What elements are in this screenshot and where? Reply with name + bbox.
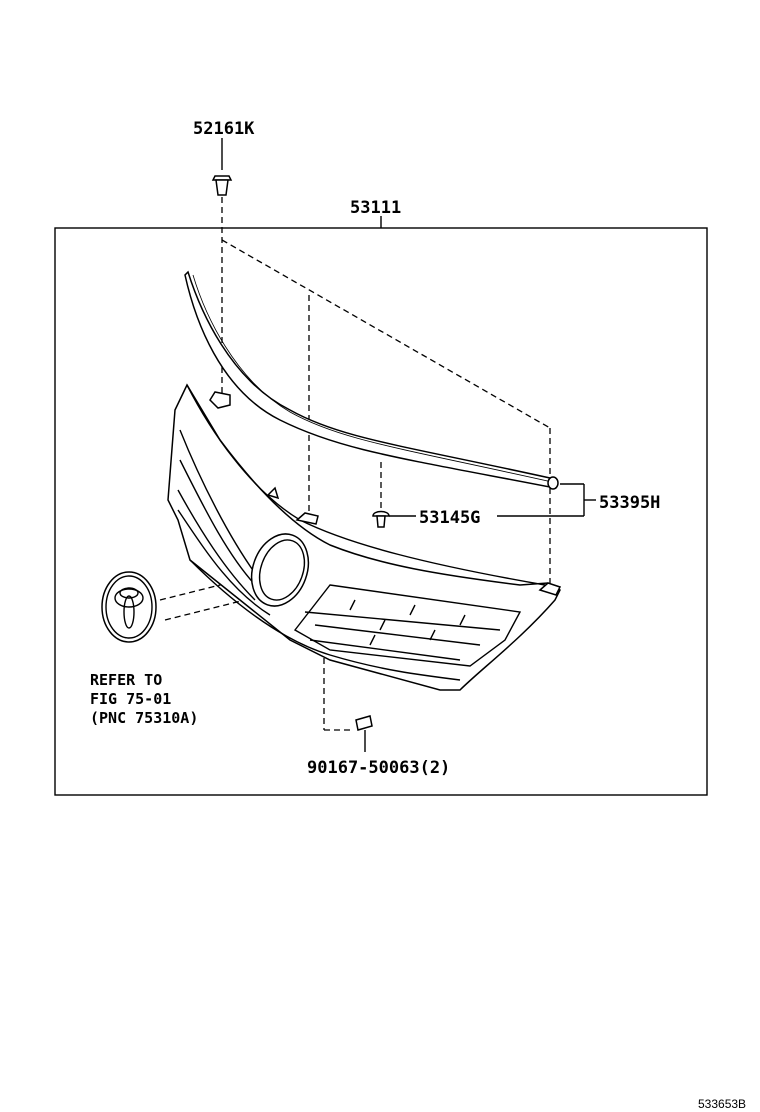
clip-52161k-icon: [211, 138, 233, 196]
figure-id: 533653B: [698, 1097, 746, 1111]
part-label-52161k[interactable]: 52161K: [193, 119, 255, 139]
radiator-grille-53111: [167, 383, 562, 691]
part-label-53111[interactable]: 53111: [350, 198, 401, 218]
emblem-reference-line1: REFER TO: [90, 671, 162, 689]
screw-90167-icon: [355, 715, 373, 752]
moulding-53395h: [184, 270, 559, 490]
toyota-emblem-icon: [101, 571, 157, 643]
part-label-53395h[interactable]: 53395H: [599, 493, 660, 513]
emblem-reference-line3: (PNC 75310A): [90, 709, 198, 727]
part-label-90167-50063[interactable]: 90167-50063(2): [307, 758, 450, 778]
clip-53145g-icon: [372, 483, 596, 528]
part-label-53145g[interactable]: 53145G: [419, 508, 480, 528]
emblem-reference-line2[interactable]: FIG 75-01: [90, 690, 171, 708]
